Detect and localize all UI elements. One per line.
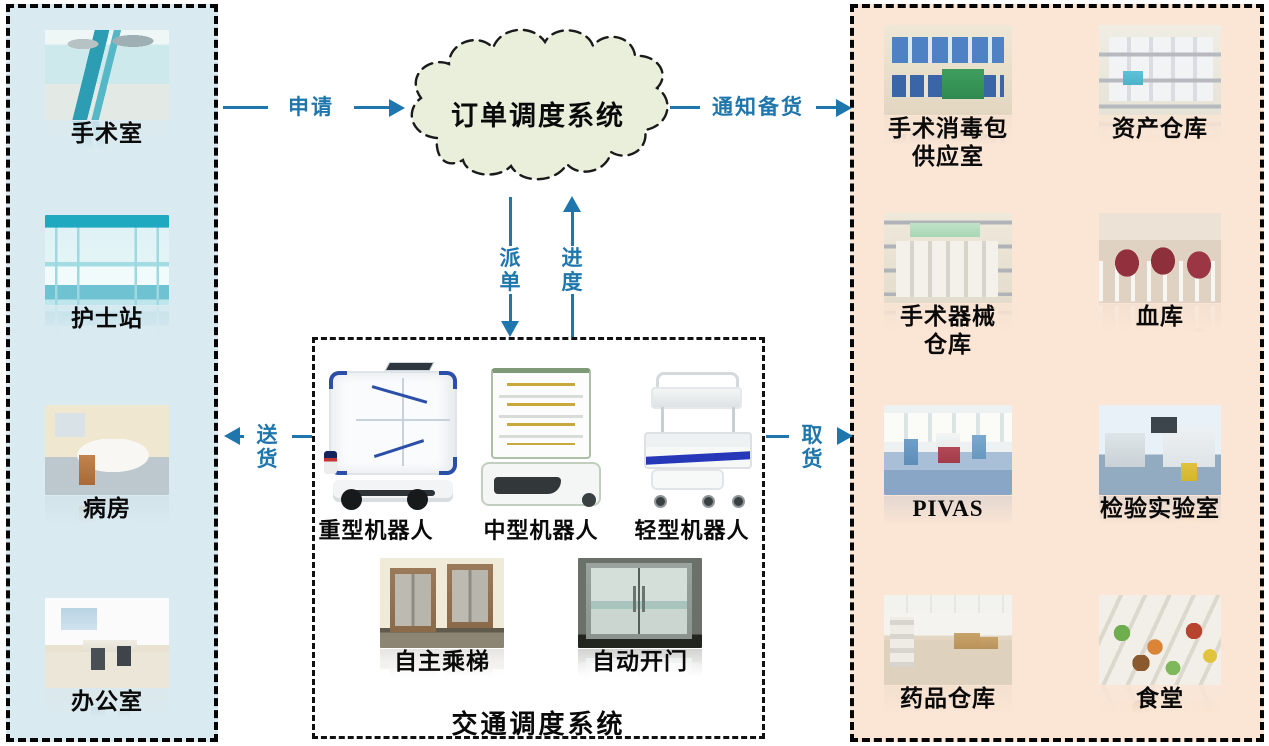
drug-warehouse-photo <box>884 595 1012 685</box>
lower-tray <box>643 431 752 469</box>
auto-door-label: 自动开门 <box>592 649 688 674</box>
traffic-system-title: 交通调度系统 <box>451 710 626 739</box>
pivas-photo <box>884 405 1012 495</box>
canteen-photo <box>1099 595 1221 685</box>
cargo-box <box>328 371 458 475</box>
sterile-supply-photo <box>884 25 1012 115</box>
test-lab-item: 检验实验室 <box>1099 405 1221 528</box>
medium-robot-figure <box>479 364 603 510</box>
dispatch-arrow-head <box>501 321 519 337</box>
blood-bank-item: 血库 <box>1099 213 1221 336</box>
operating-room-item: 手术室 <box>45 30 169 153</box>
operating-room-label: 手术室 <box>71 121 143 146</box>
auto-door-item: 自动开门 <box>578 558 702 681</box>
elevator-item: 自主乘梯 <box>380 558 504 681</box>
pickup-arrow-head <box>837 427 853 445</box>
order-system-title: 订单调度系统 <box>451 101 625 131</box>
blood-bank-photo <box>1099 213 1221 303</box>
agv-base <box>651 468 725 491</box>
photo-reflection <box>45 689 169 721</box>
notify-arrow-head <box>836 99 852 117</box>
dispatch-arrow-label: 派单 <box>487 246 535 295</box>
asset-warehouse-photo <box>1099 25 1221 115</box>
test-lab-photo <box>1099 405 1221 495</box>
drug-warehouse-label: 药品仓库 <box>900 686 996 711</box>
nurse-station-item: 护士站 <box>45 215 169 338</box>
photo-reflection <box>45 496 169 528</box>
ward-label: 病房 <box>83 496 131 521</box>
pickup-arrow-label: 取货 <box>789 423 837 472</box>
sterile-supply-label-line2: 供应室 <box>912 144 984 169</box>
canteen-label: 食堂 <box>1136 686 1184 711</box>
photo-reflection <box>1099 686 1221 718</box>
nurse-station-photo <box>45 215 169 305</box>
wheel <box>731 495 745 508</box>
elevator-photo <box>380 558 504 648</box>
canteen-item: 食堂 <box>1099 595 1221 718</box>
upper-tray <box>651 386 742 409</box>
agv-base <box>481 461 601 506</box>
instrument-warehouse-photo <box>884 213 1012 303</box>
photo-reflection <box>884 496 1012 528</box>
instrument-warehouse-label-line1: 手术器械 <box>900 304 996 329</box>
office-label: 办公室 <box>71 689 143 714</box>
solar-panel <box>384 362 435 371</box>
blood-bank-label: 血库 <box>1136 304 1184 329</box>
photo-reflection <box>45 121 169 153</box>
photo-reflection <box>884 686 1012 718</box>
ward-photo <box>45 405 169 495</box>
pivas-item: PIVAS <box>884 405 1012 528</box>
photo-reflection <box>884 116 1012 148</box>
photo-reflection <box>45 306 169 338</box>
progress-arrow-label: 进度 <box>549 246 597 295</box>
photo-reflection <box>1099 304 1221 336</box>
notify-arrow-label: 通知备货 <box>700 95 816 120</box>
deliver-arrow-head <box>224 427 240 445</box>
instrument-warehouse-label-line2: 仓库 <box>924 332 972 357</box>
heavy-robot-label: 重型机器人 <box>318 518 434 543</box>
apply-arrow-label: 申请 <box>268 95 354 120</box>
wheel <box>341 489 363 510</box>
photo-reflection <box>884 304 1012 336</box>
photo-reflection <box>1099 116 1221 148</box>
tray-rail <box>656 372 740 390</box>
wheel <box>701 495 715 508</box>
instrument-warehouse-item: 手术器械 仓库 <box>884 213 1012 357</box>
tail-light <box>324 450 337 475</box>
drawer-cabinet <box>491 368 591 459</box>
office-item: 办公室 <box>45 598 169 721</box>
photo-reflection <box>1099 496 1221 528</box>
wheel <box>407 489 428 510</box>
elevator-label: 自主乘梯 <box>394 649 490 674</box>
asset-warehouse-label: 资产仓库 <box>1112 116 1208 141</box>
ward-item: 病房 <box>45 405 169 528</box>
wheel <box>581 493 596 508</box>
deliver-arrow-label: 送货 <box>244 423 292 472</box>
pivas-label: PIVAS <box>912 496 984 521</box>
medium-robot-label: 中型机器人 <box>483 518 599 543</box>
office-photo <box>45 598 169 688</box>
photo-reflection <box>578 649 702 681</box>
order-system-cloud <box>410 28 669 181</box>
photo-reflection <box>380 649 504 681</box>
light-robot-label: 轻型机器人 <box>634 518 750 543</box>
asset-warehouse-item: 资产仓库 <box>1099 25 1221 148</box>
sterile-supply-item: 手术消毒包 供应室 <box>884 25 1012 169</box>
test-lab-label: 检验实验室 <box>1100 496 1220 521</box>
wheel <box>653 495 667 508</box>
drug-warehouse-item: 药品仓库 <box>884 595 1012 718</box>
auto-door-photo <box>578 558 702 648</box>
sterile-supply-label-line1: 手术消毒包 <box>888 116 1008 141</box>
blue-stripe <box>645 451 750 465</box>
heavy-robot-figure <box>323 362 463 510</box>
operating-room-photo <box>45 30 169 120</box>
light-robot-figure <box>636 372 762 508</box>
apply-arrow-head <box>389 99 405 117</box>
nurse-station-label: 护士站 <box>71 306 143 331</box>
progress-arrow-head <box>563 196 581 212</box>
